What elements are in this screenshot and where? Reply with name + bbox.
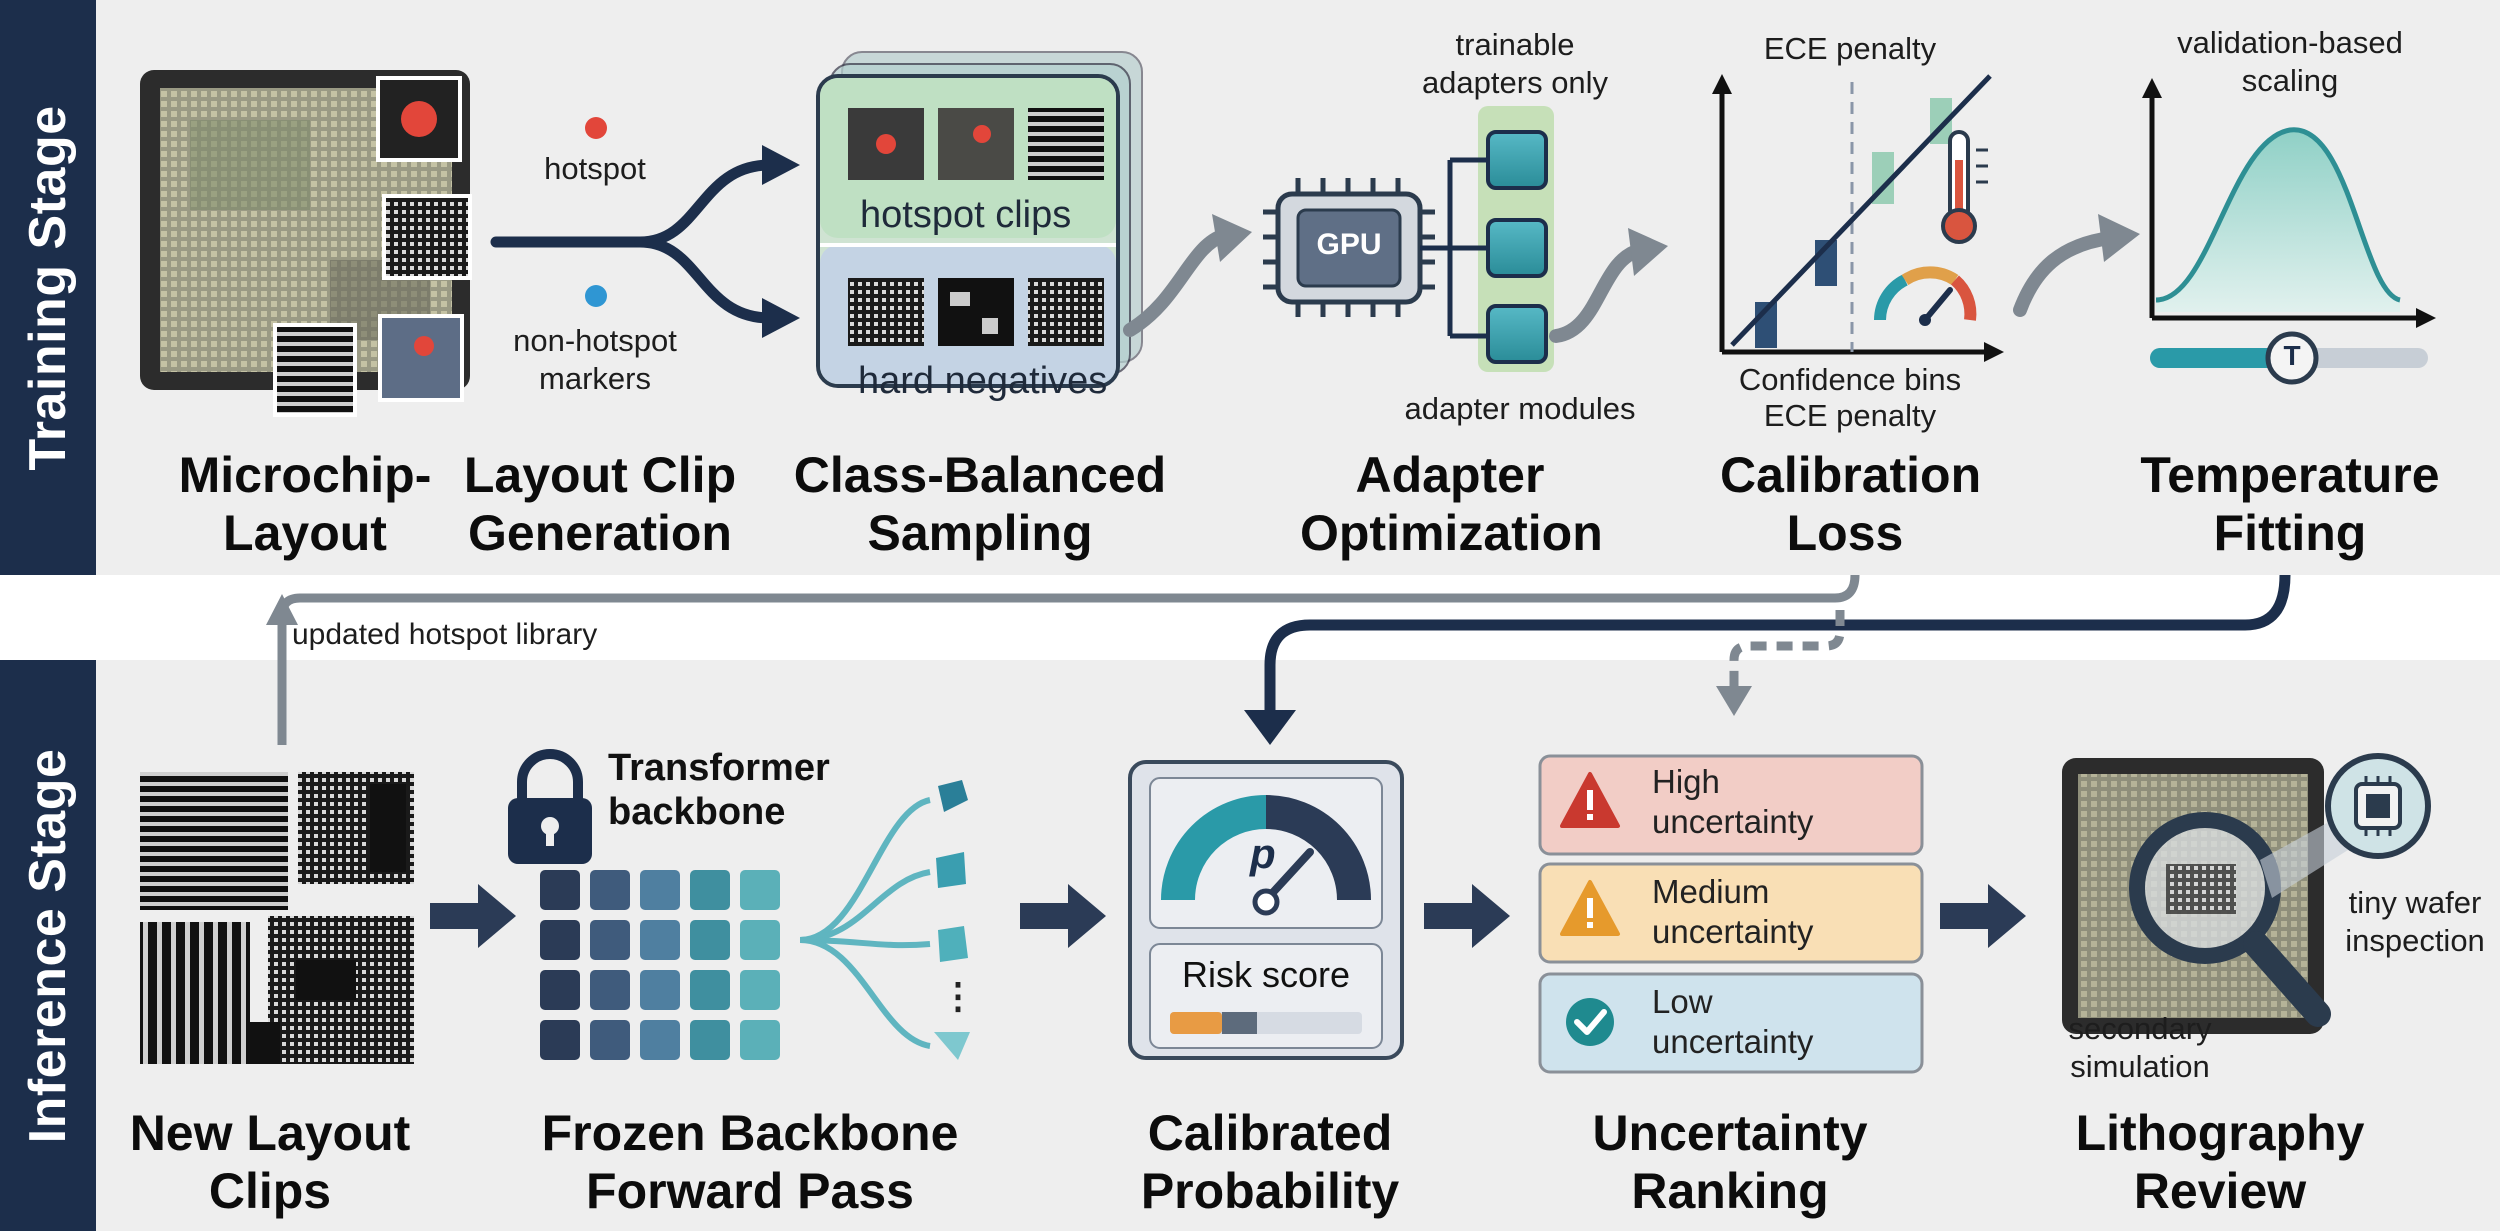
uncertainty-high-label: High uncertainty — [1652, 763, 1814, 840]
backbone-token-tile — [690, 870, 730, 910]
arrow-ranking-to-review — [1940, 884, 2026, 948]
arrow-backbone-to-probability — [1020, 884, 1106, 948]
backbone-token-tile — [690, 1020, 730, 1060]
transformer-backbone-label: Transformer backbone — [608, 747, 830, 833]
backbone-token-tile — [640, 920, 680, 960]
feedback-arrow-calibration — [1729, 610, 1845, 690]
thermometer-icon — [1941, 130, 1988, 244]
adapter-optimization-title: Adapter Optimization — [1300, 447, 1603, 561]
adapter-modules — [1420, 106, 1554, 372]
class-balanced-sampling-title: Class-Balanced Sampling — [793, 447, 1167, 561]
new-layout-clips-title: New Layout Clips — [129, 1105, 411, 1219]
uncertainty-low-label: Low uncertainty — [1652, 983, 1814, 1060]
adapter-modules-label: adapter modules — [1404, 391, 1636, 426]
backbone-token-tile — [690, 970, 730, 1010]
backbone-token-tile — [590, 870, 630, 910]
gauge-icon — [1874, 266, 1977, 326]
backbone-token-tile — [740, 1020, 780, 1060]
backbone-token-tile — [540, 970, 580, 1010]
hotspot-marker-dot — [585, 117, 607, 139]
uncertainty-high-box — [1538, 754, 1924, 856]
feedback-arrow-temperature — [1264, 574, 2291, 720]
transformer-grid — [540, 870, 780, 1060]
arrow-calibration-to-temperature — [2013, 231, 2117, 317]
backbone-token-tile — [640, 1020, 680, 1060]
backbone-token-tile — [590, 920, 630, 960]
layout-clip-generation-title: Layout Clip Generation — [463, 447, 737, 561]
feedback-arrow-calibration-head — [1716, 686, 1752, 716]
feedback-arrow-library — [277, 574, 1860, 745]
risk-score-label: Risk score — [1181, 954, 1351, 995]
split-arrow-head-bottom — [762, 298, 800, 338]
magnifier-icon — [2129, 812, 2348, 1027]
backbone-token-tile — [590, 970, 630, 1010]
check-icon — [1566, 998, 1614, 1046]
confidence-bins-label: Confidence bins ECE penalty — [1738, 362, 1962, 433]
inference-stage-tag: Inference Stage — [0, 660, 96, 1231]
training-stage-tag: Training Stage — [0, 0, 96, 575]
uncertainty-ranking-title: Uncertainty Ranking — [1592, 1105, 1868, 1219]
nonhotspot-marker-dot — [585, 285, 607, 307]
gpu-label: GPU — [1316, 228, 1382, 261]
hotspot-label: hotspot — [544, 151, 646, 186]
risk-score-fill — [1170, 1012, 1222, 1034]
arrow-probability-to-ranking — [1424, 884, 1510, 948]
backbone-token-tile — [540, 870, 580, 910]
uncertainty-low-box — [1538, 972, 1924, 1074]
updated-hotspot-library-label: updated hotspot library — [292, 618, 598, 651]
arrow-clips-to-backbone — [430, 884, 516, 948]
temperature-knob-label: T — [2283, 340, 2301, 371]
output-tokens — [934, 780, 970, 1060]
backbone-token-tile — [540, 920, 580, 960]
lock-icon — [508, 749, 592, 864]
backbone-token-tile — [740, 920, 780, 960]
temperature-plot — [2142, 78, 2436, 385]
backbone-token-tile — [640, 970, 680, 1010]
p-label: p — [1250, 830, 1276, 877]
calibrated-probability-title: Calibrated Probability — [1140, 1105, 1400, 1219]
backbone-token-tile — [740, 870, 780, 910]
feedback-arrow-library-head — [266, 594, 298, 625]
microchip-layout-title: Microchip- Layout — [178, 447, 432, 561]
secondary-simulation-label: secondary simulation — [2068, 1011, 2212, 1084]
backbone-token-tile — [540, 1020, 580, 1060]
risk-score-fill-secondary — [1222, 1012, 1257, 1034]
uncertainty-medium-box — [1538, 862, 1924, 964]
sampling-box — [816, 51, 1143, 388]
nonhotspot-label: non-hotspot markers — [513, 323, 677, 396]
lithography-review-title: Lithography Review — [2075, 1105, 2365, 1219]
split-arrow-head-top — [762, 145, 800, 185]
feedback-arrow-temperature-head — [1244, 710, 1296, 745]
frozen-backbone-title: Frozen Backbone Forward Pass — [541, 1105, 959, 1219]
hard-negatives-label: hard negatives — [858, 360, 1108, 402]
backbone-token-tile — [740, 970, 780, 1010]
ece-penalty-top-label: ECE penalty — [1763, 31, 1937, 66]
microchip-layout-image — [140, 70, 472, 417]
calibration-loss-title: Calibration Loss — [1720, 447, 1982, 561]
calibration-plot — [1712, 74, 2004, 362]
hotspot-clips-label: hotspot clips — [860, 194, 1072, 236]
backbone-token-tile — [690, 920, 730, 960]
ellipsis-label: ⋮ — [940, 975, 976, 1016]
fanout-lines — [799, 797, 931, 1049]
temperature-fitting-title: Temperature Fitting — [2140, 447, 2440, 561]
new-layout-clips-image — [140, 772, 414, 1064]
backbone-token-tile — [590, 1020, 630, 1060]
tiny-wafer-label: tiny wafer inspection — [2345, 885, 2485, 958]
split-arrow — [490, 159, 776, 324]
uncertainty-medium-label: Medium uncertainty — [1652, 873, 1814, 950]
trainable-adapters-label: trainable adapters only — [1421, 27, 1609, 100]
probability-card — [1128, 760, 1404, 1060]
validation-scaling-label: validation-based scaling — [2177, 25, 2403, 98]
arrow-adapter-to-calibration — [1549, 243, 1647, 343]
wafer-inspection-icon — [2325, 753, 2431, 859]
backbone-token-tile — [640, 870, 680, 910]
arrow-sampling-to-adapter — [1123, 228, 1232, 337]
